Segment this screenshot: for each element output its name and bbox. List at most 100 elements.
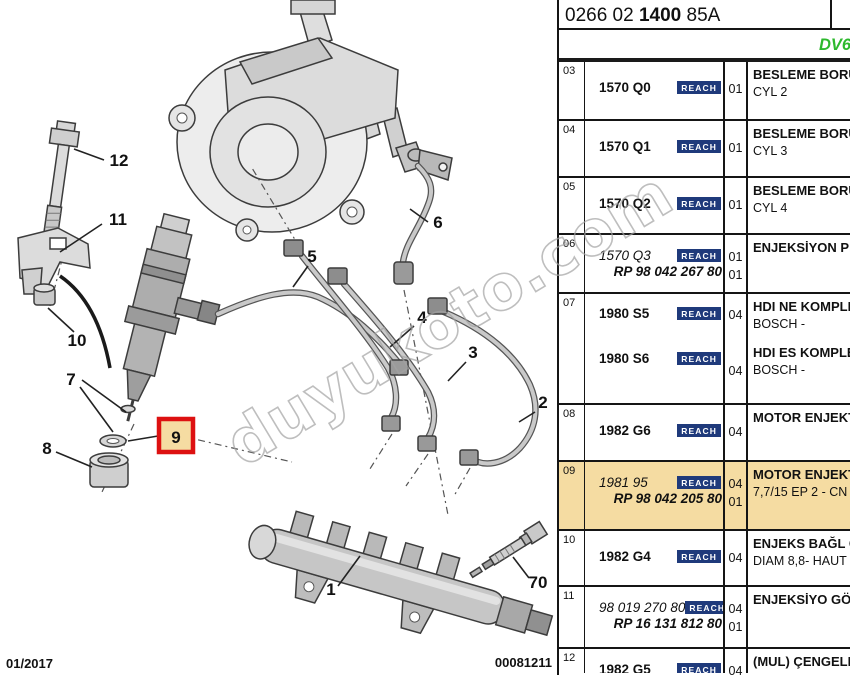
row-number: 11 <box>559 587 585 647</box>
part-reference: 1980 S6 <box>599 351 650 366</box>
reach-badge[interactable]: REACH <box>677 662 721 673</box>
quantity: 01 <box>728 620 743 634</box>
quantity: 04 <box>728 425 743 439</box>
reach-badge[interactable]: REACH <box>677 80 721 95</box>
fuel-rail-drawing <box>248 510 554 637</box>
reach-badge[interactable]: REACH <box>677 139 721 154</box>
exploded-parts-diagram: 12 11 10 7 8 9 5 6 4 3 2 1 70 01/2017 00… <box>6 0 554 671</box>
row-number: 04 <box>559 121 585 176</box>
callout-3[interactable]: 3 <box>468 343 477 362</box>
revision-date: 01/2017 <box>6 656 53 671</box>
callout-5[interactable]: 5 <box>307 247 316 266</box>
row-number: 06 <box>559 235 585 292</box>
part-description: ENJEKSİYO GÖV <box>753 592 850 607</box>
part-reference: 1570 Q0 <box>599 80 651 95</box>
table-row[interactable]: 12 1982 G5 REACH 04 (MUL) ÇENGELL M8X125… <box>559 649 850 675</box>
reach-badge[interactable]: REACH <box>677 351 721 366</box>
sealing-washer-drawing <box>99 434 127 448</box>
part-description-detail: M8X125-59 <box>753 672 850 673</box>
reach-badge[interactable]: REACH <box>677 306 721 321</box>
reach-badge[interactable]: REACH <box>677 196 721 211</box>
row-number: 07 <box>559 294 585 403</box>
replacement-reference: RP 98 042 205 80 <box>613 491 722 506</box>
selected-table-row[interactable]: 09 1981 95 REACH RP 98 042 205 80 04 01 … <box>559 462 850 531</box>
part-description-detail: CYL 2 <box>753 85 788 99</box>
engine-code-row: DV6D <box>559 30 850 62</box>
part-description: BESLEME BORU <box>753 183 850 198</box>
table-row[interactable]: 07 1980 S5 REACH 1980 S6 REACH 04 04 HDI… <box>559 294 850 405</box>
part-description: ENJEKSİYON PR <box>753 240 850 255</box>
table-row[interactable]: 08 1982 G6 REACH 04 MOTOR ENJEKT <box>559 405 850 462</box>
callout-1[interactable]: 1 <box>326 580 335 599</box>
part-reference: 1570 Q2 <box>599 196 651 211</box>
callout-9[interactable]: 9 <box>171 428 180 447</box>
quantity: 01 <box>728 495 743 509</box>
part-reference: 1982 G5 <box>599 662 651 673</box>
replacement-reference: RP 98 042 267 80 <box>613 264 722 279</box>
injector-pipes-drawing <box>214 167 539 497</box>
callout-6[interactable]: 6 <box>433 213 442 232</box>
callout-4[interactable]: 4 <box>417 308 427 327</box>
document-code: 0266 02 1400 85A <box>559 0 850 30</box>
doc-code-bold: 1400 <box>638 5 682 26</box>
table-row[interactable]: 03 1570 Q0 REACH 01 BESLEME BORU CYL 2 <box>559 62 850 121</box>
part-description-detail: DIAM 8,8- HAUT <box>753 554 847 568</box>
part-description-detail: 7,7/15 EP 2 - CN <box>753 485 848 499</box>
highlighted-callout-box[interactable] <box>156 416 196 455</box>
reach-badge[interactable]: REACH <box>685 600 723 615</box>
quantity: 04 <box>728 364 743 378</box>
rail-bolt-drawing <box>469 520 549 579</box>
reach-badge[interactable]: REACH <box>677 475 721 490</box>
protective-cap-drawing <box>89 452 129 488</box>
row-number: 10 <box>559 531 585 585</box>
part-description: HDI ES KOMPLE <box>753 345 850 360</box>
callout-70[interactable]: 70 <box>529 573 548 592</box>
row-number: 09 <box>559 462 585 529</box>
part-description: HDI NE KOMPLE <box>753 299 850 314</box>
part-description: ENJEKS BAĞL Ç <box>753 536 850 551</box>
quantity: 04 <box>728 477 743 491</box>
part-reference: 1982 G4 <box>599 549 651 564</box>
table-row[interactable]: 10 1982 G4 REACH 04 ENJEKS BAĞL Ç DIAM 8… <box>559 531 850 587</box>
part-description-detail: CYL 3 <box>753 144 788 158</box>
callout-8[interactable]: 8 <box>42 439 51 458</box>
part-reference: 1570 Q1 <box>599 139 651 154</box>
row-number: 08 <box>559 405 585 460</box>
quantity: 01 <box>728 268 743 282</box>
part-reference: 1982 G6 <box>599 423 651 438</box>
quantity: 01 <box>728 141 743 155</box>
table-row[interactable]: 11 98 019 270 80 REACH RP 16 131 812 80 … <box>559 587 850 649</box>
injector-clamp-drawing <box>17 227 112 369</box>
quantity: 04 <box>728 551 743 565</box>
row-number: 05 <box>559 178 585 233</box>
table-row[interactable]: 06 1570 Q3 REACH RP 98 042 267 80 01 01 … <box>559 235 850 294</box>
reach-badge[interactable]: REACH <box>677 549 721 564</box>
callout-12[interactable]: 12 <box>110 151 129 170</box>
doc-code-part2: 85A <box>686 5 721 26</box>
part-description: (MUL) ÇENGELL <box>753 654 850 669</box>
callout-11[interactable]: 11 <box>109 210 127 229</box>
part-reference: 1981 95 <box>599 475 648 490</box>
row-number: 03 <box>559 62 585 119</box>
injector-drawing <box>122 212 221 422</box>
spacer-drawing <box>33 283 56 306</box>
part-description-detail: CYL 4 <box>753 201 788 215</box>
engine-code: DV6D <box>818 36 850 54</box>
quantity: 04 <box>728 664 743 675</box>
callout-leader-lines <box>47 148 536 587</box>
callout-10[interactable]: 10 <box>68 331 87 350</box>
reach-badge[interactable]: REACH <box>677 248 721 263</box>
row-number: 12 <box>559 649 585 673</box>
quantity: 04 <box>728 602 743 616</box>
part-description: MOTOR ENJEKT <box>753 410 850 425</box>
callout-2[interactable]: 2 <box>538 393 547 412</box>
table-row[interactable]: 05 1570 Q2 REACH 01 BESLEME BORU CYL 4 <box>559 178 850 235</box>
part-description: MOTOR ENJEKT <box>753 467 850 482</box>
table-row[interactable]: 04 1570 Q1 REACH 01 BESLEME BORU CYL 3 <box>559 121 850 178</box>
part-description: BESLEME BORU <box>753 126 850 141</box>
high-pressure-pump-drawing <box>168 0 426 242</box>
callout-7[interactable]: 7 <box>66 370 75 389</box>
reach-badge[interactable]: REACH <box>677 423 721 438</box>
doc-code-part1: 0266 02 <box>565 5 634 26</box>
parts-table: 0266 02 1400 85A DV6D 03 1570 Q0 REACH 0… <box>557 0 850 675</box>
